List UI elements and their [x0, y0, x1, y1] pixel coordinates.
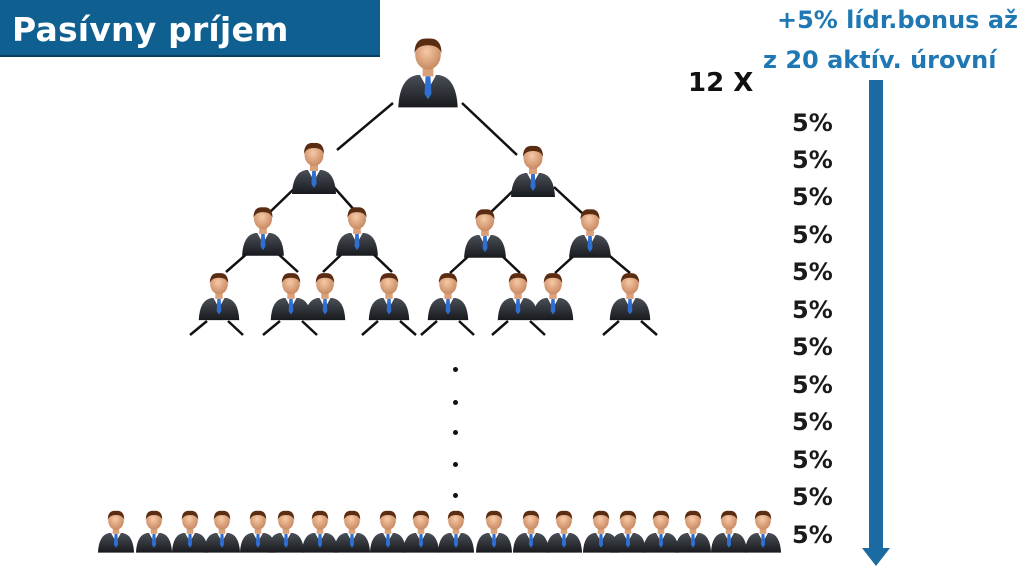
businessman-icon — [369, 510, 407, 553]
bonus-text-line1: +5% lídr.bonus až — [776, 6, 1018, 34]
businessman-icon — [464, 209, 506, 258]
level-percent: 5% — [792, 521, 833, 549]
title-banner: Pasívny príjem — [0, 0, 380, 57]
level-percent: 5% — [792, 408, 833, 436]
businessman-icon — [336, 207, 378, 256]
businessman-icon — [475, 510, 513, 553]
businessman-icon — [545, 510, 583, 553]
level-percent: 5% — [792, 183, 833, 211]
businessman-icon — [292, 142, 336, 194]
businessman-icon — [198, 273, 240, 321]
level-percent: 5% — [792, 371, 833, 399]
tree-lines — [189, 102, 658, 336]
down-arrow-icon — [862, 548, 890, 566]
businessman-icon — [512, 510, 550, 553]
businessman-icon — [97, 510, 135, 553]
businessman-icon — [135, 510, 173, 553]
level-percent: 5% — [792, 296, 833, 324]
businessman-icon — [242, 207, 284, 256]
businessman-icon — [333, 510, 371, 553]
businessman-icon — [171, 510, 209, 553]
ellipsis-dot — [453, 367, 458, 372]
level-percent: 5% — [792, 446, 833, 474]
businessman-icon — [203, 510, 241, 553]
level-percent: 5% — [792, 258, 833, 286]
ellipsis-dot — [453, 430, 458, 435]
businessman-icon — [402, 510, 440, 553]
businessman-icon — [674, 510, 712, 553]
businessman-icon — [609, 510, 647, 553]
businessman-icon — [304, 273, 346, 321]
level-percent: 5% — [792, 221, 833, 249]
businessman-icon — [427, 273, 469, 321]
page-title: Pasívny príjem — [12, 10, 289, 49]
down-arrow-shaft — [869, 80, 883, 552]
businessman-icon — [270, 273, 312, 321]
businessman-icon — [398, 38, 458, 108]
ellipsis-dot — [453, 493, 458, 498]
businessman-icon — [301, 510, 339, 553]
businessman-icon — [497, 273, 539, 321]
businessman-icon — [744, 510, 782, 553]
tree-nodes — [198, 38, 651, 321]
level-percent: 5% — [792, 483, 833, 511]
bonus-text-line2: z 20 aktív. úrovní — [763, 46, 997, 74]
bottom-level-row — [97, 510, 782, 553]
ellipsis-dot — [453, 462, 458, 467]
businessman-icon — [569, 209, 611, 258]
businessman-icon — [710, 510, 748, 553]
level-percent: 5% — [792, 146, 833, 174]
multiplier-label: 12 X — [688, 68, 754, 98]
businessman-icon — [267, 510, 305, 553]
businessman-icon — [511, 145, 555, 197]
businessman-icon — [437, 510, 475, 553]
level-percent: 5% — [792, 109, 833, 137]
businessman-icon — [642, 510, 680, 553]
level-percent: 5% — [792, 333, 833, 361]
businessman-icon — [532, 273, 574, 321]
businessman-icon — [368, 273, 410, 321]
businessman-icon — [609, 273, 651, 321]
ellipsis-dot — [453, 400, 458, 405]
